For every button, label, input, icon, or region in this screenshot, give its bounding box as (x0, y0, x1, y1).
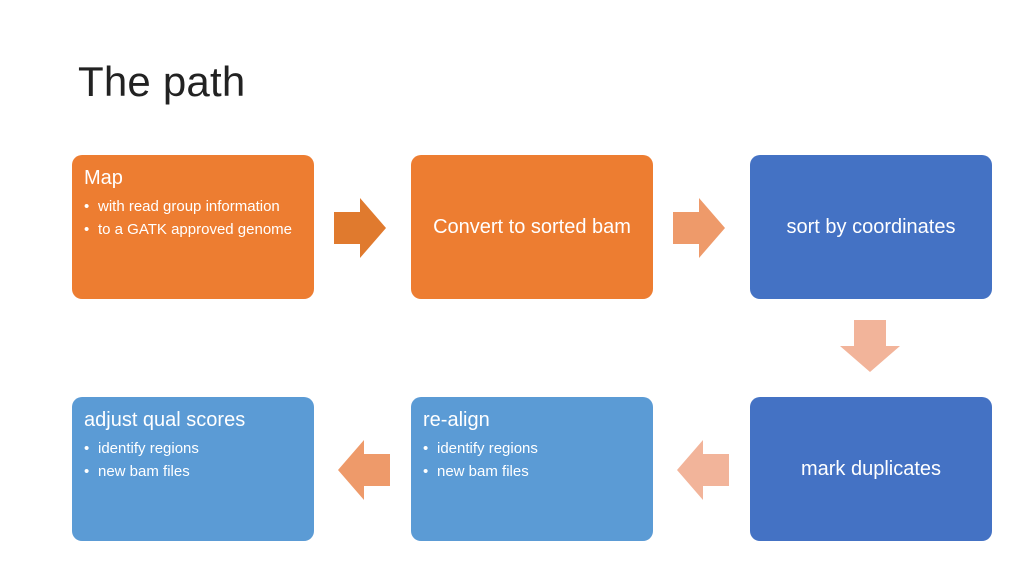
step-map-box: Map with read group information to a GAT… (72, 155, 314, 299)
step-map-heading: Map (84, 167, 123, 189)
step-map-bullets: with read group information to a GATK ap… (84, 197, 302, 239)
step-adjust-box: adjust qual scores identify regions new … (72, 397, 314, 541)
right-arrow-icon (673, 198, 725, 258)
step-realign-heading: re-align (423, 409, 490, 431)
step-mark-label: mark duplicates (800, 457, 942, 480)
step-mark-box: mark duplicates (750, 397, 992, 541)
bullet-item: to a GATK approved genome (84, 220, 302, 239)
bullet-item: identify regions (423, 439, 641, 458)
bullet-item: with read group information (84, 197, 302, 216)
step-realign-box: re-align identify regions new bam files (411, 397, 653, 541)
step-realign-bullets: identify regions new bam files (423, 439, 641, 481)
step-sort-label: sort by coordinates (786, 215, 956, 238)
slide-title: The path (78, 58, 246, 105)
step-adjust-bullets: identify regions new bam files (84, 439, 302, 481)
step-sort-box: sort by coordinates (750, 155, 992, 299)
step-convert-box: Convert to sorted bam (411, 155, 653, 299)
bullet-item: new bam files (423, 462, 641, 481)
bullet-item: new bam files (84, 462, 302, 481)
bullet-item: identify regions (84, 439, 302, 458)
right-arrow-icon (334, 198, 386, 258)
step-convert-label: Convert to sorted bam (433, 215, 631, 238)
left-arrow-icon (677, 440, 729, 500)
down-arrow-icon (840, 320, 900, 372)
left-arrow-icon (338, 440, 390, 500)
step-adjust-heading: adjust qual scores (84, 409, 246, 431)
